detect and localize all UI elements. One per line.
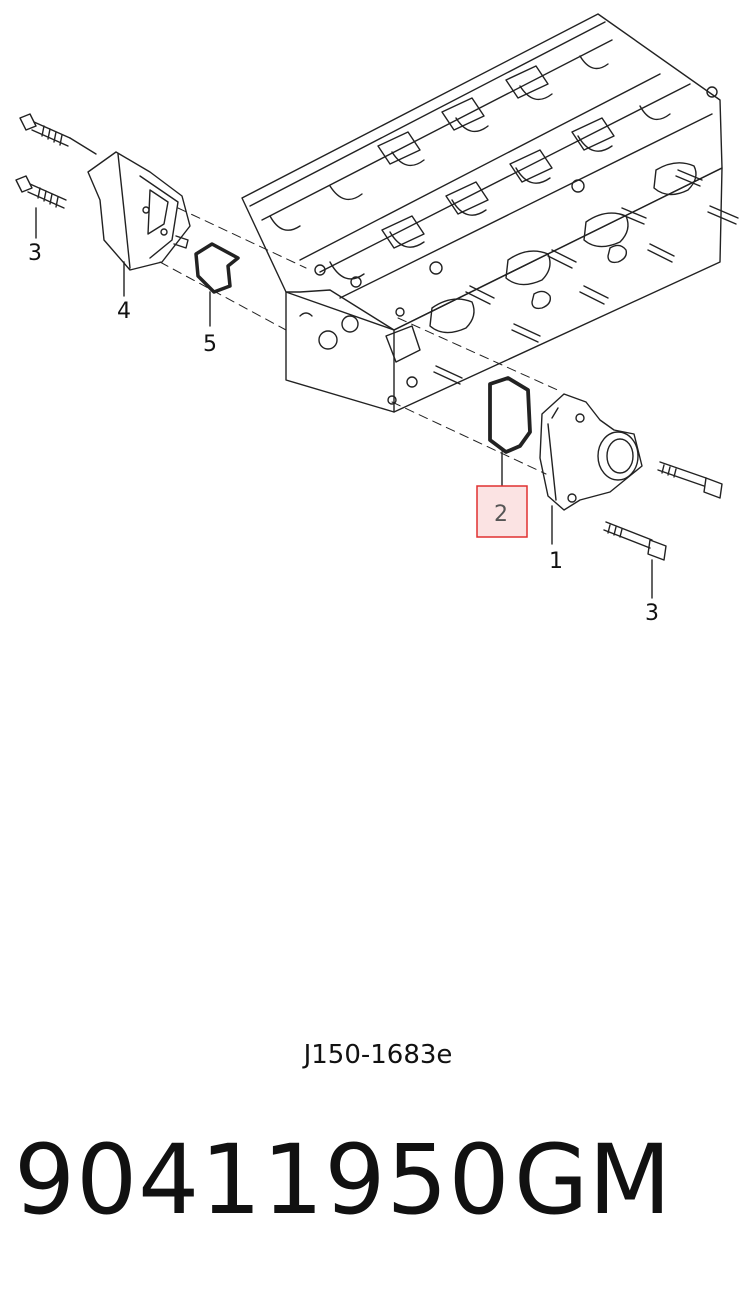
callout-1: 1: [549, 549, 563, 574]
callout-3-right: 3: [645, 601, 659, 626]
alignment-lines: [159, 207, 563, 475]
diagram-code: J150-1683e: [303, 1040, 453, 1070]
right-housing: [539, 393, 643, 545]
gasket-main: [488, 376, 532, 454]
brand-name: GM: [514, 1124, 672, 1236]
left-housing: [87, 151, 191, 297]
exploded-parts-diagram: 3 4 5 2 1 3: [15, 13, 739, 626]
bolt-upper-right: [657, 461, 723, 499]
part-number: 90411950: [14, 1124, 511, 1236]
callout-5: 5: [203, 332, 217, 357]
gasket-small: [194, 242, 240, 294]
callout-2: 2: [494, 502, 508, 527]
bolt-lower-right: [603, 521, 667, 561]
bolt-upper-left: [19, 113, 97, 155]
callout-3-left: 3: [28, 241, 42, 266]
cylinder-head: [241, 13, 739, 413]
highlight-box: [476, 485, 528, 538]
callout-4: 4: [117, 299, 131, 324]
bolt-lower-left: [15, 175, 67, 209]
